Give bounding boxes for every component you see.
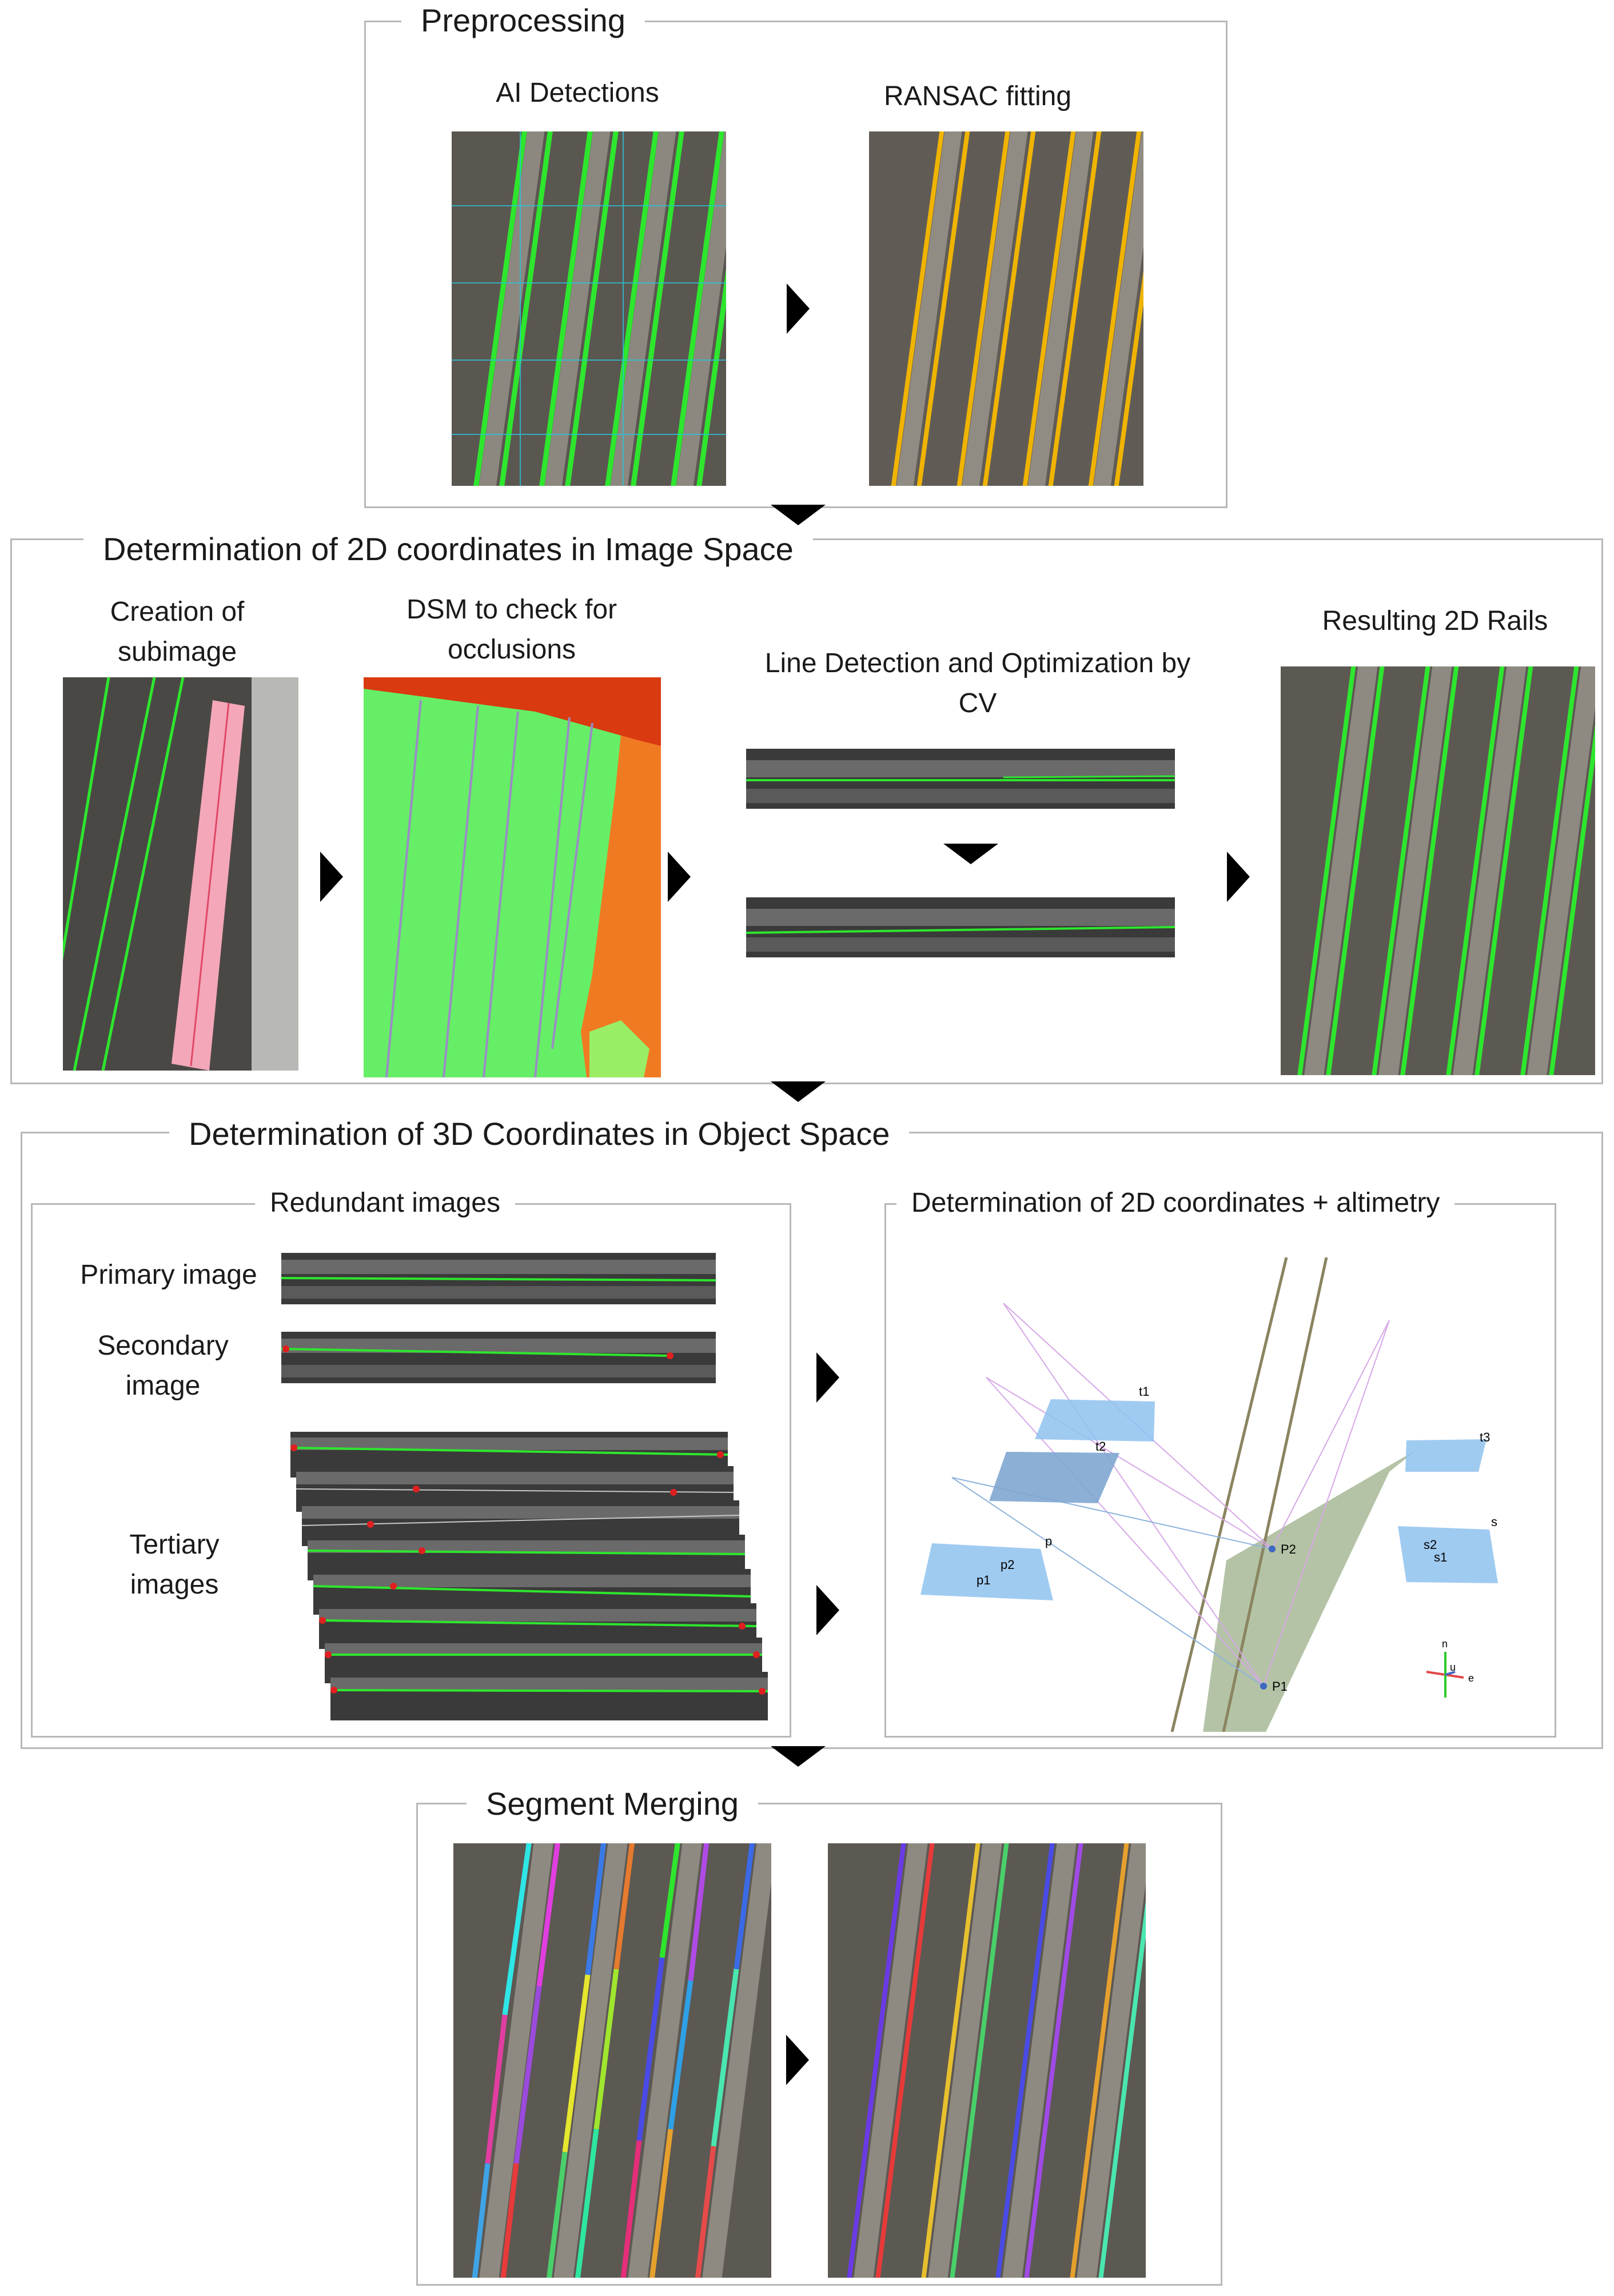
ransac-fitting-image bbox=[869, 131, 1143, 486]
secondary-image-strip bbox=[281, 1332, 716, 1383]
altimetry-scene: t1 t2 t3 s s2 s1 p p2 p1 P2 P1 n u e bbox=[892, 1252, 1549, 1732]
label-s2: s2 bbox=[1424, 1538, 1437, 1552]
subimage-caption: Creation of subimage bbox=[110, 597, 245, 667]
ransac-fitting-svg bbox=[869, 131, 1143, 486]
redundant-images-title: Redundant images bbox=[255, 1189, 515, 1217]
arrow-down-line-detection bbox=[943, 844, 998, 864]
preprocessing-title: Preprocessing bbox=[401, 5, 645, 37]
label-P2: P2 bbox=[1281, 1542, 1296, 1556]
label-t1: t1 bbox=[1139, 1384, 1149, 1399]
ransac-fitting-caption: RANSAC fitting bbox=[883, 81, 1072, 111]
segment-merging-title: Segment Merging bbox=[467, 1788, 759, 1820]
label-n: n bbox=[1442, 1638, 1448, 1650]
line-detection-caption: Line Detection and Optimization by CV bbox=[764, 648, 1191, 718]
arrow-right-preprocessing bbox=[787, 283, 810, 334]
label-p2: p2 bbox=[1001, 1558, 1014, 1572]
primary-image-label: Primary image bbox=[80, 1260, 257, 1290]
arrow-right-dsm bbox=[668, 852, 691, 902]
tertiary-strip bbox=[330, 1672, 768, 1720]
resulting-rails-svg bbox=[1281, 666, 1595, 1075]
label-e: e bbox=[1468, 1672, 1474, 1684]
ai-detections-caption: AI Detections bbox=[496, 78, 659, 108]
secondary-strip-svg bbox=[281, 1332, 716, 1383]
tertiary-strip-svg bbox=[330, 1672, 768, 1720]
altimetry-svg: t1 t2 t3 s s2 s1 p p2 p1 P2 P1 n u e bbox=[892, 1252, 1549, 1732]
primary-image-strip bbox=[281, 1253, 716, 1304]
label-p: p bbox=[1045, 1534, 1052, 1548]
arrow-right-primary bbox=[816, 1352, 839, 1403]
arrow-right-line-detection bbox=[1227, 852, 1250, 902]
arrow-right-merging bbox=[786, 2035, 809, 2085]
dsm-image bbox=[364, 677, 661, 1077]
line-strip-after-svg bbox=[746, 897, 1175, 957]
plane-t1 bbox=[1035, 1399, 1155, 1442]
arrow-down-1 bbox=[771, 505, 826, 525]
ai-detections-image bbox=[452, 131, 726, 486]
segments-after-svg bbox=[828, 1843, 1146, 2278]
primary-strip-svg bbox=[281, 1253, 716, 1304]
arrow-down-2 bbox=[771, 1081, 826, 1102]
secondary-image-label: Secondary image bbox=[97, 1331, 229, 1401]
label-t2: t2 bbox=[1095, 1439, 1106, 1454]
arrow-right-tertiary bbox=[816, 1585, 839, 1635]
altimetry-title: Determination of 2D coordinates + altime… bbox=[896, 1189, 1455, 1217]
resulting-rails-image bbox=[1281, 666, 1595, 1075]
plane-s bbox=[1398, 1526, 1498, 1583]
segments-before-image bbox=[453, 1843, 771, 2278]
segments-after-image bbox=[828, 1843, 1146, 2278]
image-space-title: Determination of 2D coordinates in Image… bbox=[83, 533, 813, 565]
ai-detections-svg bbox=[452, 131, 726, 486]
plane-t3 bbox=[1405, 1439, 1487, 1472]
label-p1: p1 bbox=[977, 1573, 990, 1587]
line-strip-before bbox=[746, 749, 1175, 809]
arrow-down-3 bbox=[771, 1746, 826, 1767]
subimage-svg bbox=[63, 677, 298, 1071]
subimage-image bbox=[63, 677, 298, 1071]
segments-before-svg bbox=[453, 1843, 771, 2278]
tertiary-images-label: Tertiary images bbox=[129, 1530, 220, 1600]
label-u: u bbox=[1450, 1662, 1456, 1673]
plane-t2 bbox=[989, 1452, 1119, 1503]
label-s1: s1 bbox=[1434, 1550, 1447, 1564]
resulting-rails-caption: Resulting 2D Rails bbox=[1322, 606, 1548, 636]
dsm-caption: DSM to check for occlusions bbox=[406, 594, 617, 665]
line-strip-before-svg bbox=[746, 749, 1175, 809]
label-s: s bbox=[1491, 1515, 1497, 1529]
object-space-title: Determination of 3D Coordinates in Objec… bbox=[169, 1118, 910, 1150]
plane-p bbox=[920, 1543, 1053, 1600]
dsm-svg bbox=[364, 677, 661, 1077]
label-t3: t3 bbox=[1480, 1430, 1490, 1444]
label-P1: P1 bbox=[1272, 1679, 1288, 1694]
arrow-right-subimage bbox=[320, 852, 343, 902]
line-strip-after bbox=[746, 897, 1175, 957]
